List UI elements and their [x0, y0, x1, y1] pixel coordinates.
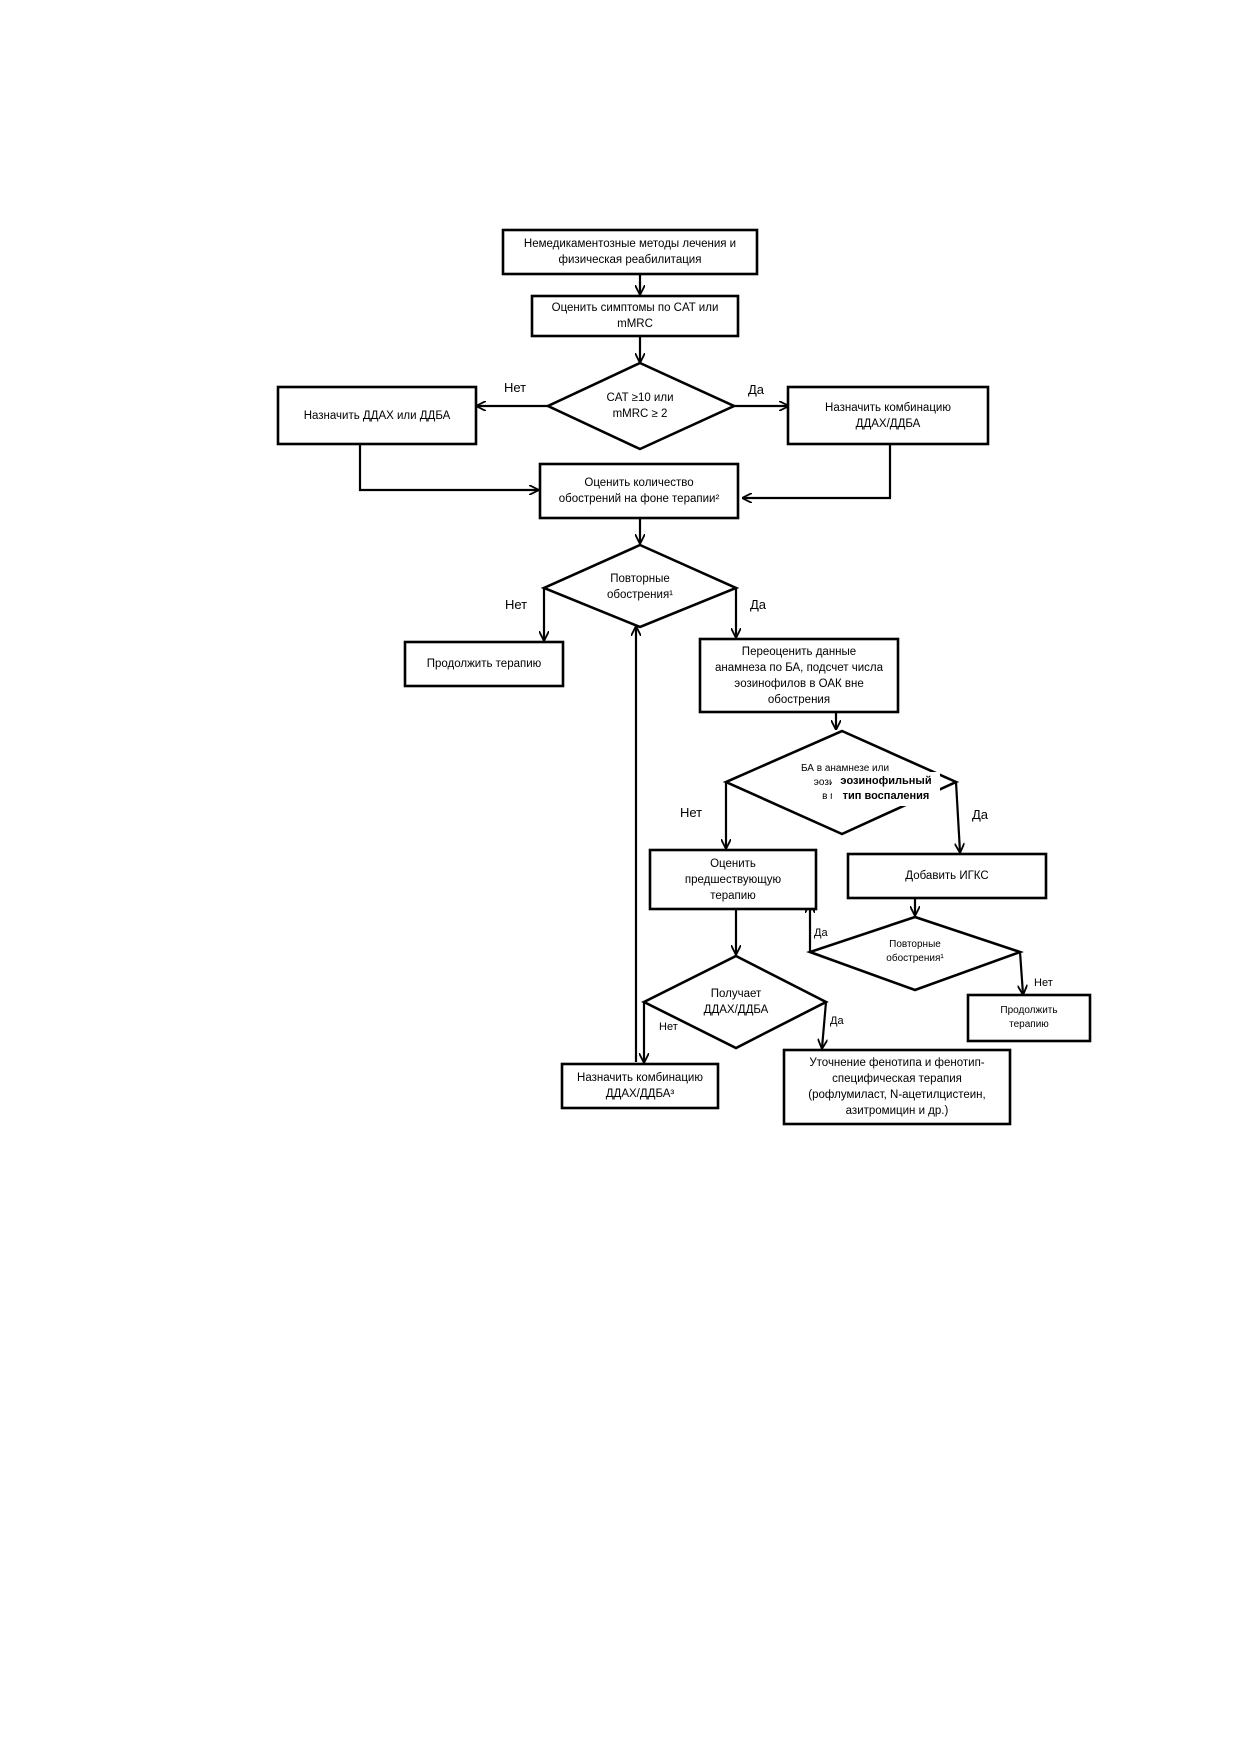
- box-n7: [698, 637, 900, 714]
- box-n8: [648, 848, 818, 911]
- node-shapes: [276, 228, 1092, 1126]
- box-n5: [538, 462, 740, 520]
- box-n6: [403, 640, 565, 688]
- label-d1-no: Нет: [504, 380, 527, 395]
- box-n10: [966, 993, 1092, 1043]
- label-d5-no: Нет: [659, 1021, 678, 1033]
- edge-d3-n9: [956, 781, 960, 852]
- box-n1: [501, 228, 759, 276]
- connectors: [358, 275, 1023, 1062]
- diamond-d2: [540, 543, 740, 629]
- box-n3: [276, 385, 478, 446]
- label-d3-yes: Да: [972, 807, 989, 822]
- box-n4: [786, 385, 990, 446]
- label-d3-no: Нет: [680, 805, 703, 820]
- label-d2-no: Нет: [505, 597, 528, 612]
- diamond-d3: [722, 729, 960, 836]
- diamond-d4: [806, 915, 1024, 992]
- edge-n3-n5: [358, 445, 538, 490]
- box-n12: [782, 1048, 1012, 1126]
- edge-d4-n10: [1020, 951, 1023, 994]
- diamond-d5: [641, 954, 829, 1050]
- decision-shapes: [540, 361, 1024, 1050]
- box-n2: [530, 294, 740, 338]
- label-d2-yes: Да: [750, 597, 767, 612]
- label-d5-yes: Да: [830, 1015, 844, 1027]
- diamond-d1: [544, 361, 738, 451]
- box-n9: [846, 852, 1048, 900]
- box-n11: [560, 1062, 720, 1110]
- label-d4-no: Нет: [1034, 977, 1053, 989]
- label-d4-yes: Да: [814, 927, 828, 939]
- label-d1-yes: Да: [748, 382, 765, 397]
- edge-d5-n12: [822, 1001, 826, 1048]
- edge-n4-n5: [743, 445, 892, 498]
